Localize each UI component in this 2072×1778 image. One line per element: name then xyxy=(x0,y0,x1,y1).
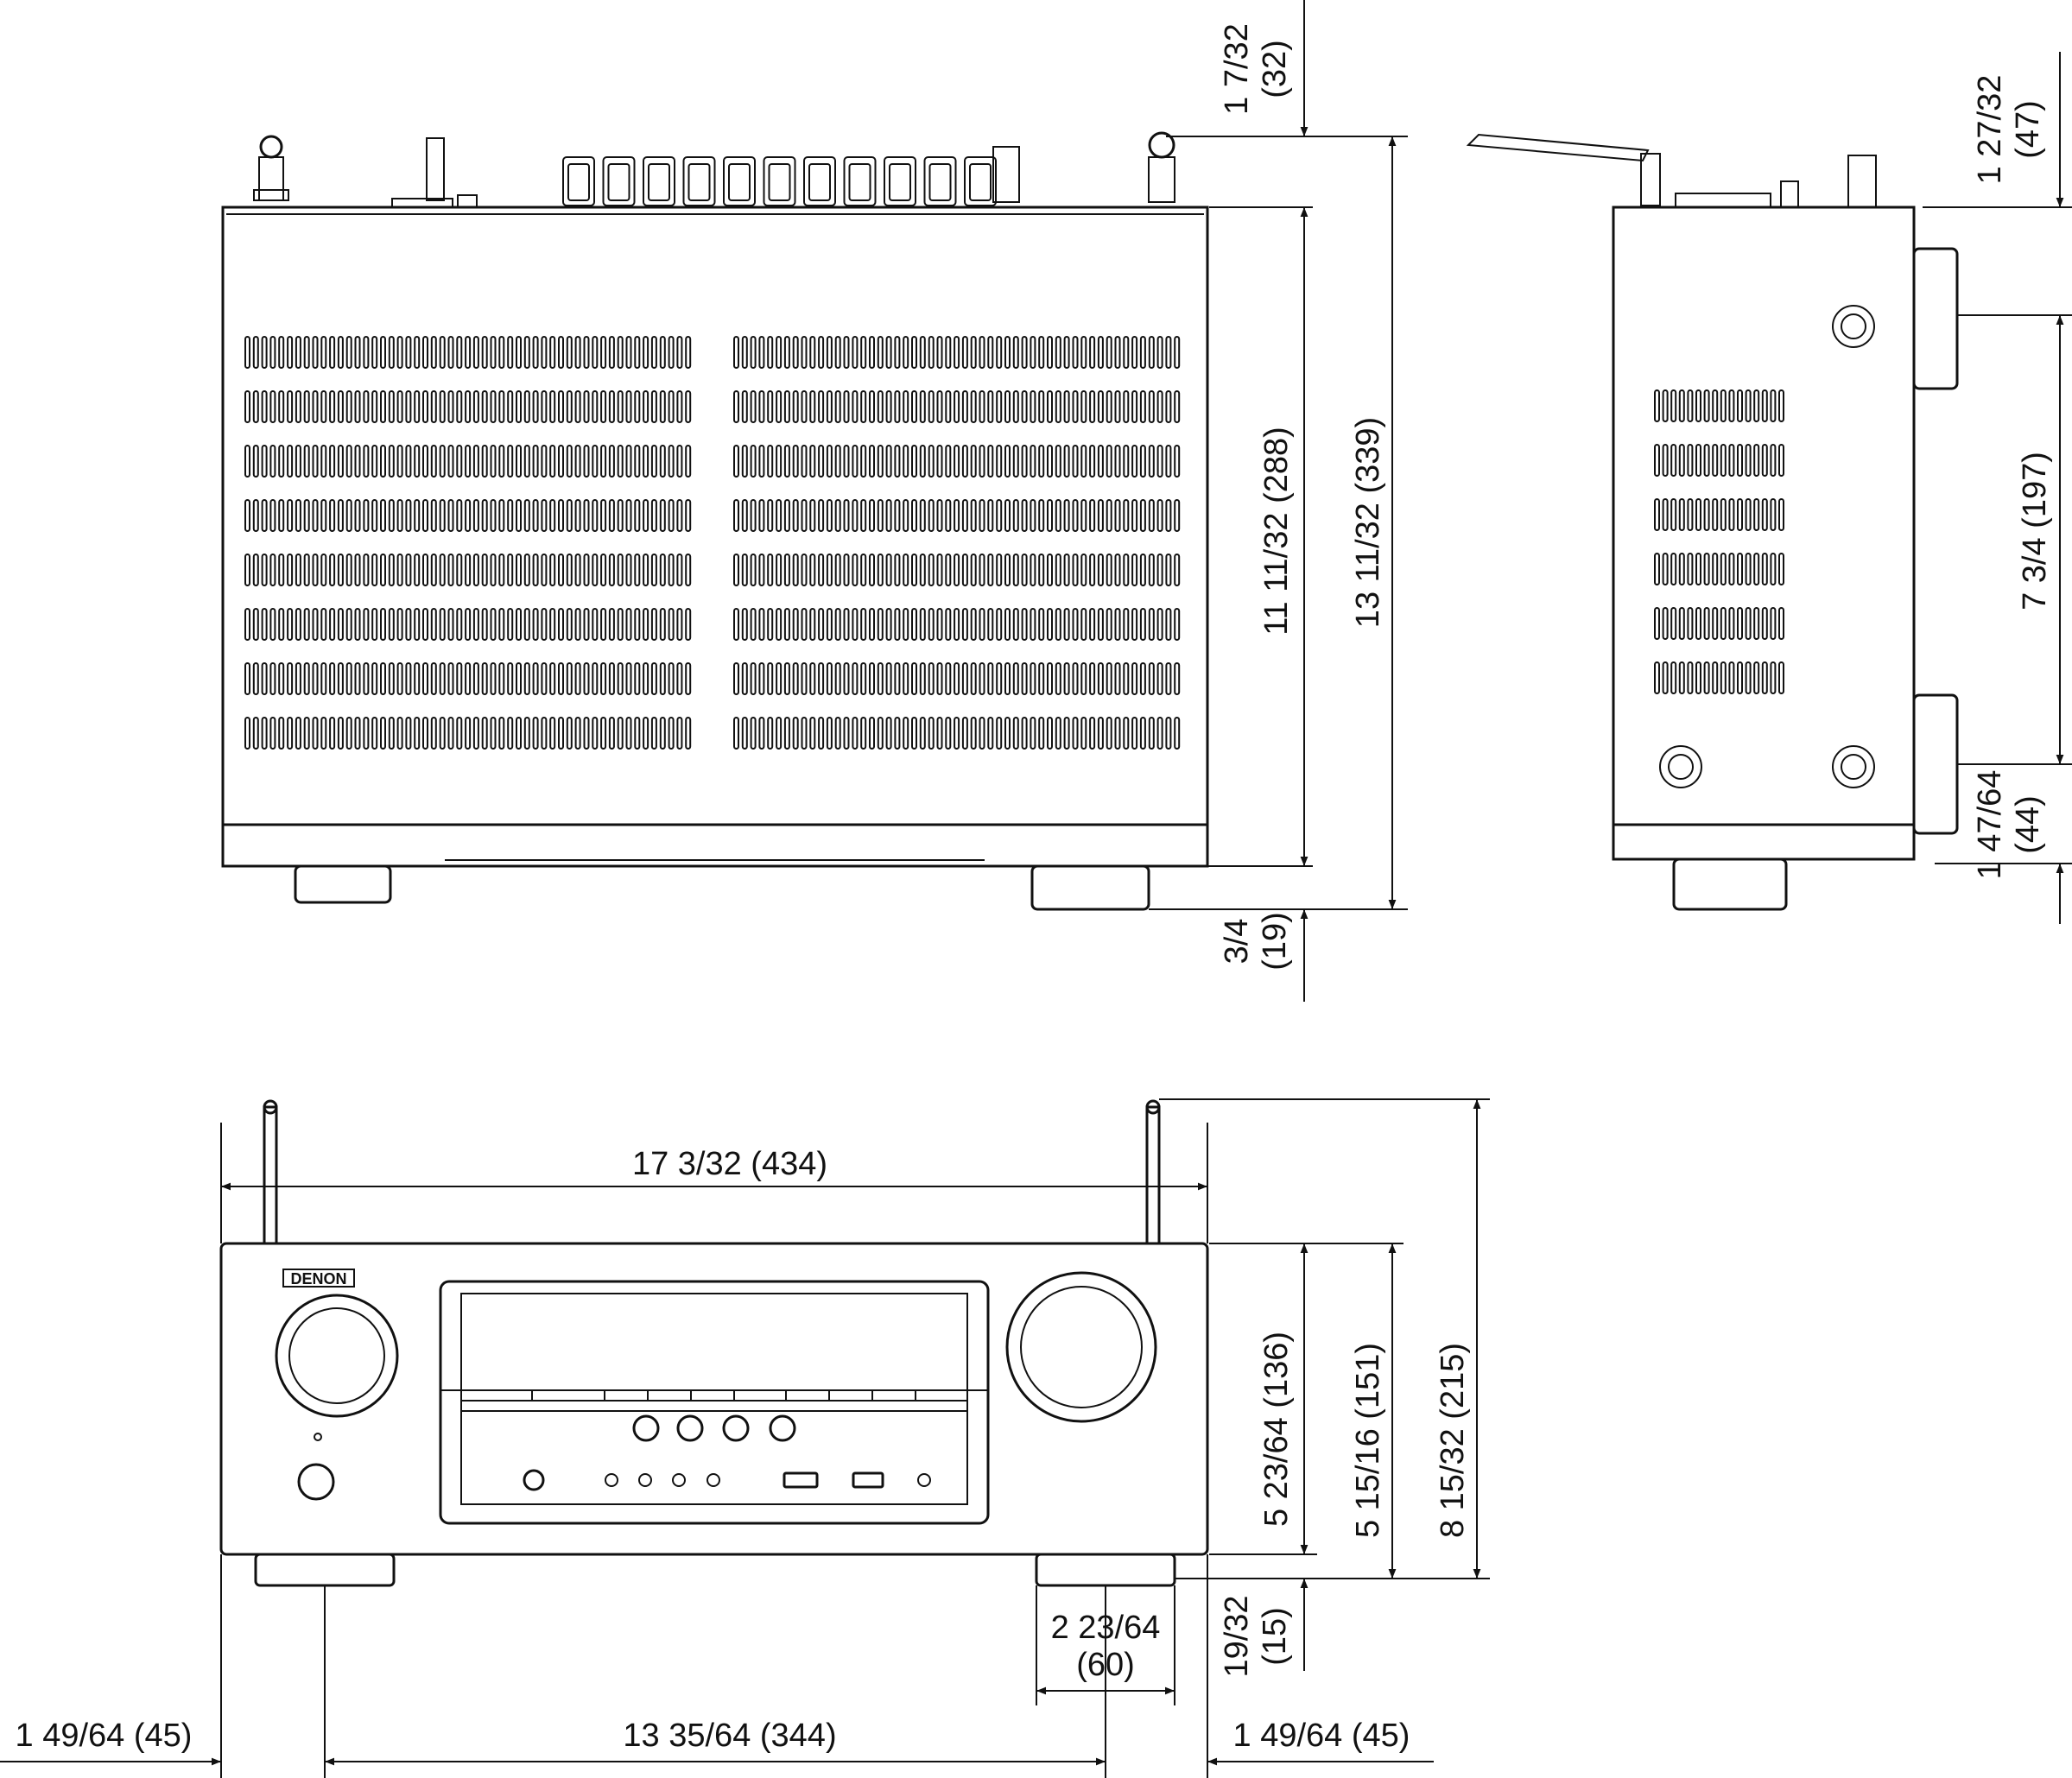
dim-side-bottom-mm: (44) xyxy=(2010,795,2046,854)
master-volume-knob xyxy=(1005,1271,1157,1423)
usb-port xyxy=(852,1471,884,1489)
dim-foot-inch: 3/4 xyxy=(1219,919,1255,965)
dim-antenna-inch: 1 7/32 xyxy=(1219,23,1255,115)
dim-feet-height-inch: 19/32 xyxy=(1219,1595,1255,1677)
front-button-4 xyxy=(707,1473,720,1487)
dim-foot-spacing: 13 35/64 (344) xyxy=(623,1718,836,1754)
dim-front-width: 17 3/32 (434) xyxy=(632,1146,827,1182)
dim-side-middle: 7 3/4 (197) xyxy=(2017,452,2053,611)
quick-select-4 xyxy=(769,1414,796,1442)
dim-side-top-mm: (47) xyxy=(2010,100,2046,159)
volume-knob-left xyxy=(275,1294,399,1418)
display-window xyxy=(439,1280,990,1525)
dim-side-bottom-inch: 1 47/64 xyxy=(1972,770,2008,880)
dim-front-height-antenna: 8 15/32 (215) xyxy=(1435,1343,1471,1538)
dim-side-top-inch: 1 27/32 xyxy=(1972,75,2008,185)
dim-antenna-mm: (32) xyxy=(1257,40,1293,98)
dim-front-height-feet: 5 15/16 (151) xyxy=(1350,1343,1386,1538)
standby-indicator xyxy=(314,1433,322,1441)
front-button-2 xyxy=(638,1473,652,1487)
dim-front-body-height: 5 23/64 (136) xyxy=(1258,1332,1295,1527)
dim-foot-mm: (19) xyxy=(1257,912,1293,971)
brand-logo xyxy=(282,1269,355,1288)
side-foot xyxy=(1672,857,1788,911)
front-button-3 xyxy=(672,1473,686,1487)
ventilation-slots xyxy=(244,336,1181,750)
front-panel xyxy=(219,1242,1209,1556)
quick-select-2 xyxy=(676,1414,704,1442)
brand-name: DENON xyxy=(290,1270,346,1288)
dim-feet-height-mm: (15) xyxy=(1257,1607,1293,1666)
screws xyxy=(1659,305,1875,788)
foot-right xyxy=(1030,864,1150,911)
antenna-right xyxy=(1145,1105,1161,1245)
side-antenna xyxy=(1466,133,1877,208)
quick-select-3 xyxy=(722,1414,750,1442)
dim-left-offset: 1 49/64 (45) xyxy=(16,1718,193,1754)
dim-total-depth: 13 11/32 (339) xyxy=(1350,417,1386,628)
power-button xyxy=(297,1463,335,1501)
side-ventilation-slots xyxy=(1654,389,1784,694)
antenna-left xyxy=(263,1105,278,1245)
setup-mic-jack xyxy=(917,1473,931,1487)
headphone-jack xyxy=(523,1469,545,1491)
foot-left xyxy=(294,864,392,904)
front-view: DENON 17 3/32 (434) xyxy=(0,1098,1490,1778)
hdmi-port xyxy=(783,1471,819,1489)
rear-panel-upper xyxy=(1912,247,1959,390)
rear-connectors xyxy=(253,131,1175,208)
front-foot-left xyxy=(254,1553,396,1587)
rear-panel-lower xyxy=(1912,693,1959,835)
dim-body-depth: 11 11/32 (288) xyxy=(1258,427,1295,636)
front-foot-right xyxy=(1035,1553,1176,1587)
quick-select-1 xyxy=(632,1414,660,1442)
front-button-1 xyxy=(605,1473,618,1487)
side-view: 1 27/32 (47) 7 3/4 (197) 1 47/64 (44) xyxy=(1466,52,2072,924)
dim-right-offset: 1 49/64 (45) xyxy=(1233,1718,1410,1754)
top-view: 1 7/32 (32) 11 11/32 (288) 13 11/32 (339… xyxy=(221,0,1408,1002)
